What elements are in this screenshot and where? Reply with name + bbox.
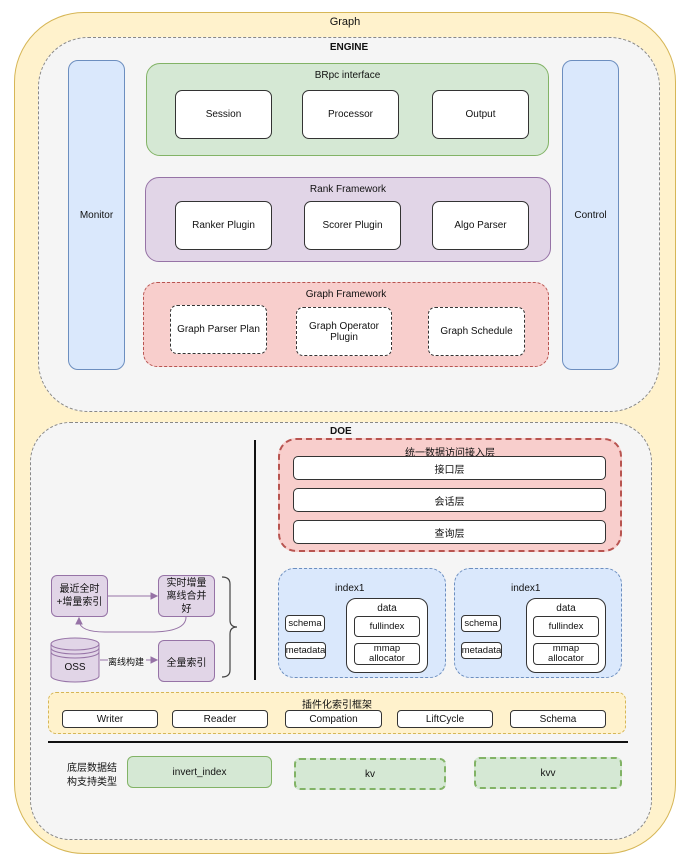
index-1-allocator-label: mmap allocator — [369, 642, 405, 664]
control-block[interactable]: Control — [562, 60, 619, 370]
compation-label: Compation — [309, 713, 358, 725]
brpc-interface-title: BRpc interface — [314, 70, 381, 81]
kv-box[interactable]: kv — [294, 758, 446, 790]
graph-parser-plan-box[interactable]: Graph Parser Plan — [170, 305, 267, 354]
algo-parser-label: Algo Parser — [454, 220, 507, 231]
index-1-fullindex[interactable]: fullindex — [354, 616, 420, 637]
session-layer[interactable]: 会话层 — [293, 488, 606, 512]
realtime-merge-label: 实时增量离线合并好 — [166, 577, 207, 615]
schema-label: Schema — [539, 713, 577, 725]
index-1-schema[interactable]: schema — [285, 615, 325, 632]
rank-framework-title: Rank Framework — [309, 184, 387, 195]
session-label: Session — [205, 109, 242, 120]
reader-box[interactable]: Reader — [172, 710, 268, 728]
algo-parser-box[interactable]: Algo Parser — [432, 201, 529, 250]
index-1-schema-label: schema — [288, 618, 322, 629]
output-box[interactable]: Output — [432, 90, 529, 139]
session-box[interactable]: Session — [175, 90, 272, 139]
brace-icon — [221, 576, 238, 678]
doe-title: DOE — [330, 426, 352, 437]
schema-box[interactable]: Schema — [510, 710, 606, 728]
realtime-merge-box[interactable]: 实时增量离线合并好 — [158, 575, 215, 617]
graph-schedule-label: Graph Schedule — [440, 326, 513, 337]
query-layer-label: 查询层 — [434, 528, 465, 540]
plugin-framework-title: 插件化索引框架 — [302, 700, 372, 711]
liftcycle-label: LiftCycle — [425, 713, 465, 725]
index-2-title: index1 — [511, 583, 541, 594]
kvv-box[interactable]: kvv — [474, 757, 622, 789]
kv-label: kv — [365, 768, 375, 780]
invert-index-label: invert_index — [172, 766, 227, 778]
graph-operator-plugin-box[interactable]: Graph Operator Plugin — [296, 307, 392, 356]
oss-label: OSS — [64, 661, 86, 673]
graph-parser-plan-label: Graph Parser Plan — [177, 324, 260, 335]
access-layer-title: 统一数据访问接入层 — [405, 448, 495, 459]
index-2-metadata[interactable]: metadata — [461, 642, 502, 659]
output-label: Output — [465, 109, 496, 120]
invert-index-box[interactable]: invert_index — [127, 756, 272, 788]
index-1-metadata-label: metadata — [285, 645, 326, 656]
monitor-block[interactable]: Monitor — [68, 60, 125, 370]
engine-title: ENGINE — [329, 42, 369, 53]
index-1-metadata[interactable]: metadata — [285, 642, 326, 659]
scorer-plugin-label: Scorer Plugin — [322, 220, 383, 231]
index-2-fullindex[interactable]: fullindex — [533, 616, 599, 637]
liftcycle-box[interactable]: LiftCycle — [397, 710, 493, 728]
ranker-plugin-label: Ranker Plugin — [192, 220, 255, 231]
full-index-label: 全量索引 — [166, 657, 207, 669]
oss-database-icon — [50, 637, 100, 683]
recent-index-box[interactable]: 最近全时+增量索引 — [51, 575, 108, 617]
processor-box[interactable]: Processor — [302, 90, 399, 139]
scorer-plugin-box[interactable]: Scorer Plugin — [304, 201, 401, 250]
session-layer-label: 会话层 — [434, 496, 465, 508]
control-label: Control — [574, 209, 607, 221]
index-2-schema-label: schema — [464, 618, 498, 629]
full-index-box[interactable]: 全量索引 — [158, 640, 215, 682]
graph-schedule-box[interactable]: Graph Schedule — [428, 307, 525, 356]
index-2-allocator[interactable]: mmap allocator — [533, 643, 599, 665]
storage-types-label: 底层数据结构支持类型 — [67, 763, 117, 788]
interface-layer[interactable]: 接口层 — [293, 456, 606, 480]
compation-box[interactable]: Compation — [285, 710, 382, 728]
arrowhead-right-icon — [150, 592, 159, 600]
reader-label: Reader — [203, 713, 237, 725]
index-2-fullindex-label: fullindex — [548, 621, 584, 632]
graph-framework-title: Graph Framework — [305, 289, 387, 300]
graph-operator-plugin-label: Graph Operator Plugin — [308, 320, 380, 343]
recent-index-label: 最近全时+增量索引 — [56, 584, 103, 608]
index-1-data-title: data — [377, 603, 397, 614]
arrowhead-up-icon — [75, 616, 83, 625]
index-1-allocator[interactable]: mmap allocator — [354, 643, 420, 665]
vertical-divider — [254, 440, 256, 680]
writer-box[interactable]: Writer — [62, 710, 158, 728]
processor-label: Processor — [327, 109, 373, 120]
index-2-metadata-label: metadata — [461, 645, 502, 656]
arrowhead-right-icon — [150, 656, 159, 664]
horizontal-divider — [48, 741, 628, 743]
index-2-allocator-label: mmap allocator — [548, 642, 584, 664]
index-2-schema[interactable]: schema — [461, 615, 501, 632]
writer-label: Writer — [96, 713, 124, 725]
ranker-plugin-box[interactable]: Ranker Plugin — [175, 201, 272, 250]
index-1-title: index1 — [335, 583, 365, 594]
index-1-fullindex-label: fullindex — [369, 621, 405, 632]
kvv-label: kvv — [540, 767, 556, 779]
query-layer[interactable]: 查询层 — [293, 520, 606, 544]
interface-layer-label: 接口层 — [434, 464, 465, 476]
monitor-label: Monitor — [79, 209, 114, 221]
index-2-data-title: data — [556, 603, 576, 614]
graph-title: Graph — [329, 16, 361, 28]
offline-build-label: 离线构建 — [108, 655, 145, 668]
arrow-merge-to-recent — [78, 616, 187, 633]
